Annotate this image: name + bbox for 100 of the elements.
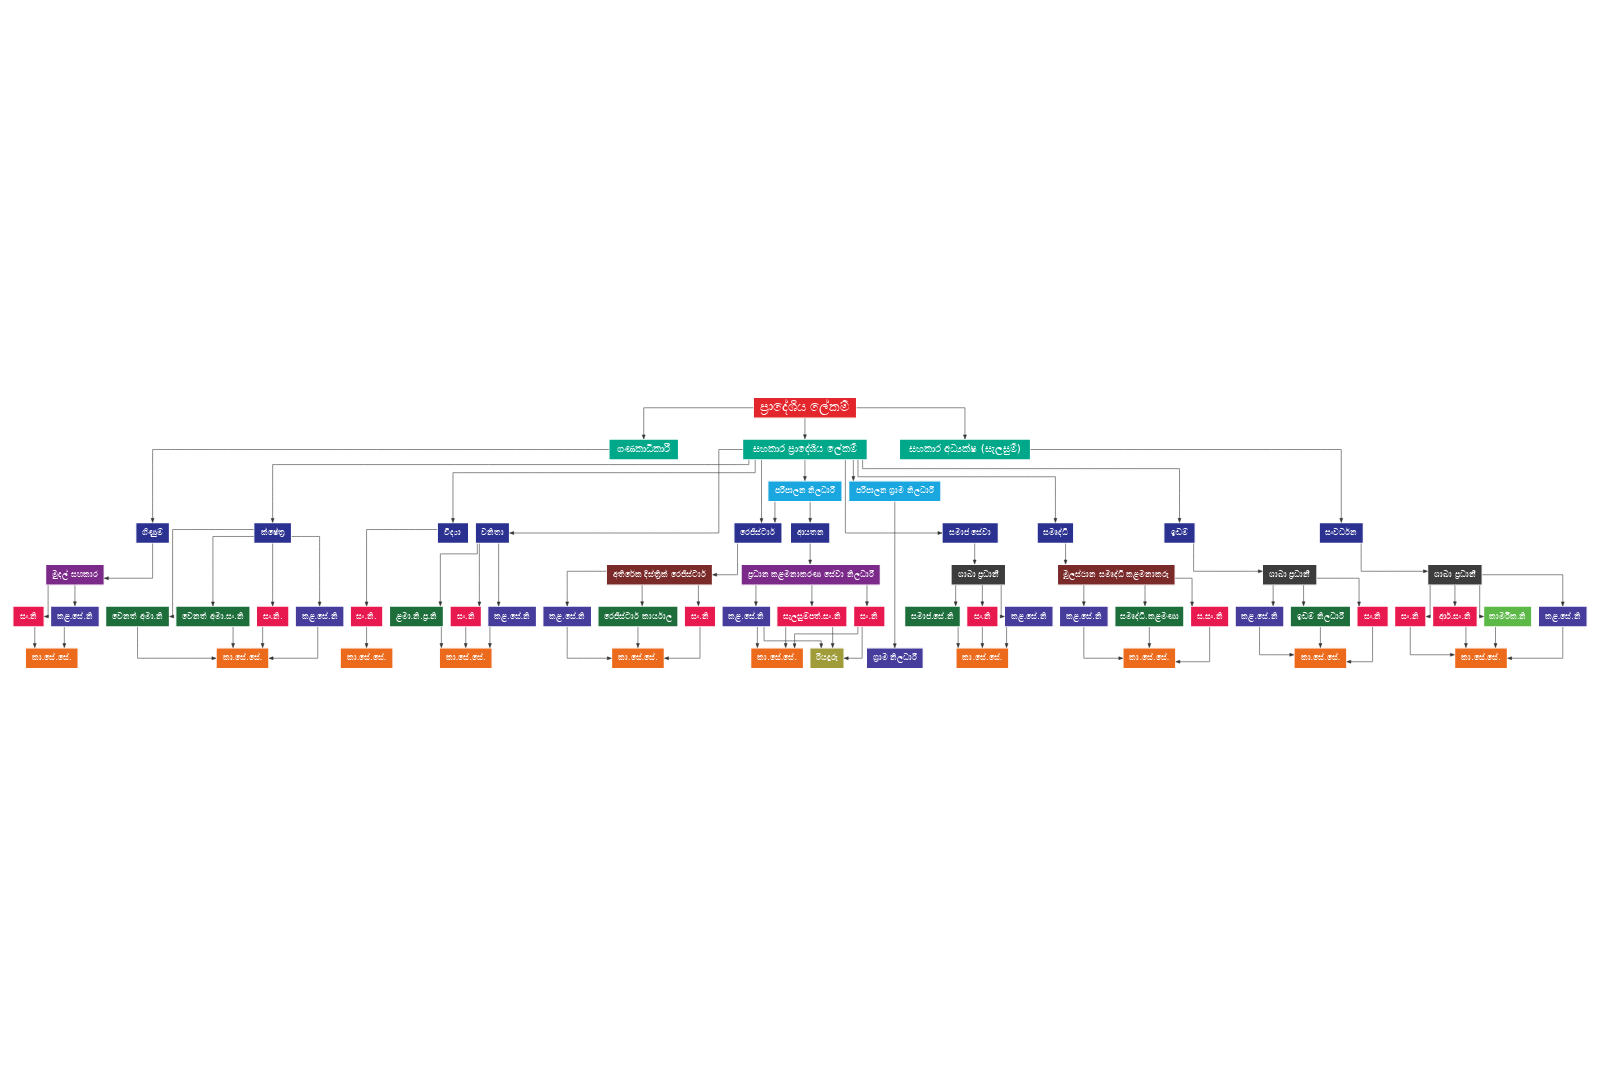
arrow <box>464 626 468 648</box>
arrow <box>169 529 254 619</box>
node-box: කළ.සේ.නි <box>1537 605 1588 628</box>
arrow <box>784 626 788 648</box>
arrow <box>856 407 967 440</box>
node-box: කා.සේ.සේ. <box>1122 647 1177 670</box>
arrow <box>211 536 255 607</box>
arrow <box>808 543 812 565</box>
arrow <box>1193 543 1263 573</box>
node-box: කළ.සේ.නි <box>1234 605 1285 628</box>
arrow <box>712 543 738 577</box>
arrow <box>773 501 777 523</box>
arrow <box>565 571 607 607</box>
node-box: ඉඩම් <box>1163 521 1196 545</box>
arrow <box>1410 626 1455 657</box>
node-box: ශාඛා ප්‍රධානී <box>950 563 1007 586</box>
arrow <box>270 459 750 523</box>
node-box: සංවර්ධන <box>1318 521 1364 545</box>
arrow <box>1063 543 1068 565</box>
arrow <box>566 626 612 660</box>
arrow <box>1175 626 1210 664</box>
arrow <box>1493 626 1498 648</box>
node-box: ශාඛා ප්‍රධානී <box>1427 563 1483 586</box>
node-box: වෙනත් අමා.නි <box>105 605 170 628</box>
arrow <box>696 585 701 607</box>
arrow <box>1083 626 1124 660</box>
node-box: මුදල් සහකාර <box>45 563 105 586</box>
node-box: රියදුරු <box>809 647 845 670</box>
node-box: මූලස්ථාන සමෘද්ධි කළමනාකරු <box>1056 563 1176 586</box>
arrow <box>137 626 217 660</box>
arrow <box>1301 585 1306 607</box>
arrow <box>260 626 265 648</box>
node-box: කළ.සේ.නි <box>50 605 100 628</box>
node-box: සං.නි <box>449 605 482 628</box>
arrow <box>893 501 897 649</box>
arrow <box>1147 626 1152 648</box>
node-box: සං.නි <box>683 605 717 628</box>
node-box: ශාඛා ප්‍රධානී <box>1261 563 1318 586</box>
arrow <box>843 626 863 660</box>
node-box: කළ.සේ.නි <box>542 605 593 628</box>
arrow <box>451 459 756 523</box>
arrow <box>62 626 67 648</box>
arrow <box>1453 585 1457 607</box>
node-box: කා.සේ.සේ. <box>24 647 79 670</box>
node-box: ආර්.සං.නි <box>1432 605 1478 628</box>
arrow <box>851 459 856 481</box>
arrow <box>364 626 369 648</box>
node-box: කා.සේ.සේ. <box>1454 647 1508 670</box>
arrow <box>980 585 985 607</box>
node-box: ක්ෂේත්‍ර <box>253 521 293 545</box>
arrow <box>1346 626 1373 664</box>
node-box: සමාජ.සේ.නි <box>904 605 961 628</box>
arrow <box>438 543 478 607</box>
node-box: ග්‍රාම නිලධාරී <box>865 647 924 670</box>
arrow <box>488 626 492 648</box>
arrow <box>1000 585 1005 619</box>
node-box: ස.සං.නි <box>1189 605 1230 628</box>
arrow <box>1030 449 1343 523</box>
arrow <box>642 407 754 440</box>
arrow <box>754 585 758 607</box>
arrow <box>1259 626 1295 657</box>
node-box: සං.නි. <box>349 605 384 628</box>
arrow <box>1464 626 1468 648</box>
node-box: කළ.සේ.නි <box>294 605 345 628</box>
arrow <box>477 543 482 607</box>
arrow <box>1507 626 1564 660</box>
node-box: සහකාර ප්‍රාදේශිය ලේකම් <box>742 438 868 461</box>
arrow <box>231 626 235 648</box>
node-box: ඉඩම් නිලධාරී <box>1289 605 1352 628</box>
arrow <box>953 585 958 607</box>
node-box: කළ.සේ.නි <box>487 605 538 628</box>
arrow <box>808 501 812 523</box>
arrow <box>759 459 764 523</box>
node-box: සං.නි <box>853 605 886 628</box>
arrow <box>1174 577 1194 607</box>
arrow <box>509 449 743 535</box>
arrow <box>862 459 1182 523</box>
node-box: කා.සේ.සේ. <box>750 647 805 670</box>
arrow <box>44 585 49 619</box>
node-box: කාර්මික.නි <box>1483 605 1533 628</box>
arrow <box>104 543 153 580</box>
node-box: විද්‍යා <box>436 521 470 545</box>
node-box: ගණකාධිකාරී <box>608 438 680 461</box>
node-box: සමෘද්ධි.කළමණා <box>1114 605 1185 628</box>
arrow <box>810 585 814 607</box>
arrow <box>640 585 644 607</box>
arrow <box>857 459 1058 523</box>
arrow <box>33 626 37 648</box>
arrow <box>755 626 760 648</box>
arrow <box>150 449 610 523</box>
arrow <box>972 543 977 565</box>
arrow <box>1479 585 1484 619</box>
node-box: සං.නි <box>1356 605 1389 628</box>
arrow <box>291 536 322 607</box>
node-box: සං.නි <box>966 605 999 628</box>
node-box: සං.නි <box>12 605 45 628</box>
arrow <box>439 626 444 648</box>
node-box: සැලසුම්පත්.සං.නි <box>776 605 848 628</box>
node-box: කා.සේ.සේ. <box>610 647 665 670</box>
node-box: කා.සේ.සේ. <box>215 647 270 670</box>
